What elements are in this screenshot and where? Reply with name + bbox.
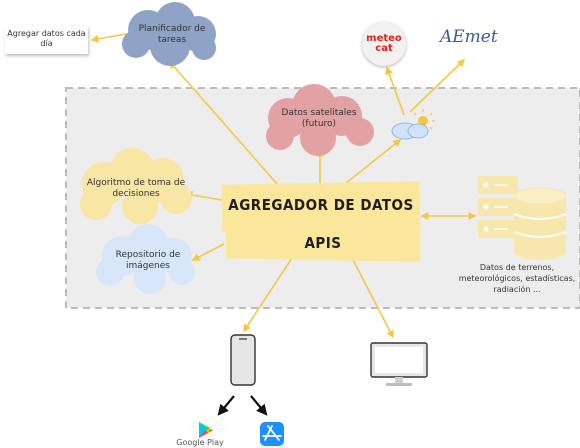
agregador-title: AGREGADOR DE DATOS	[228, 196, 414, 214]
arrow-agregador-to-planificador	[168, 60, 279, 186]
meteocat-logo: meteo cat	[362, 22, 406, 66]
repositorio-label: Repositorio de imágenes	[115, 250, 181, 271]
apis-title: APIS	[304, 234, 342, 252]
arrow-weather-to-aemet	[409, 58, 466, 113]
database-icon	[478, 176, 567, 260]
app-store-icon	[260, 422, 284, 446]
planificador-label: Planificador de tareas	[138, 24, 206, 45]
google-play-label: Google Play	[176, 438, 224, 447]
agregador-banner	[221, 181, 421, 262]
arrow-weather-to-meteocat	[385, 66, 405, 116]
google-play-icon	[199, 422, 213, 438]
meteocat-logo-line1: meteo	[366, 33, 402, 44]
weather-icon	[391, 109, 435, 140]
satelitales-label: Datos satelitales (futuro)	[281, 108, 357, 129]
arrow-agregador-to-algoritmo	[184, 191, 223, 201]
arrow-agregador-to-phone	[243, 257, 293, 333]
agregar-datos-note	[5, 26, 88, 54]
store-arrows	[217, 395, 268, 416]
meteocat-logo-line2: cat	[375, 43, 393, 54]
arrow-agregador-to-monitor	[351, 257, 394, 339]
cloud-repositorio	[96, 224, 195, 294]
cloud-satelitales	[266, 84, 374, 156]
aemet-logo: AEmet	[440, 27, 498, 47]
arrow-agregador-to-weather	[344, 139, 402, 185]
algoritmo-label: Algoritmo de toma de decisiones	[86, 178, 186, 199]
arrow-planificador-to-agregar	[90, 33, 127, 43]
datos-terrenos-label: Datos de terrenos, meteorológicos, estad…	[458, 263, 576, 294]
arrow-agregador-to-repositorio	[191, 243, 225, 261]
cloud-planificador	[122, 2, 216, 66]
phone-icon	[230, 334, 256, 386]
monitor-icon	[370, 342, 428, 386]
connector-arrows	[90, 33, 477, 339]
agregar-datos-label: Agregar datos cada día	[7, 29, 86, 48]
cloud-algoritmo	[80, 148, 192, 224]
